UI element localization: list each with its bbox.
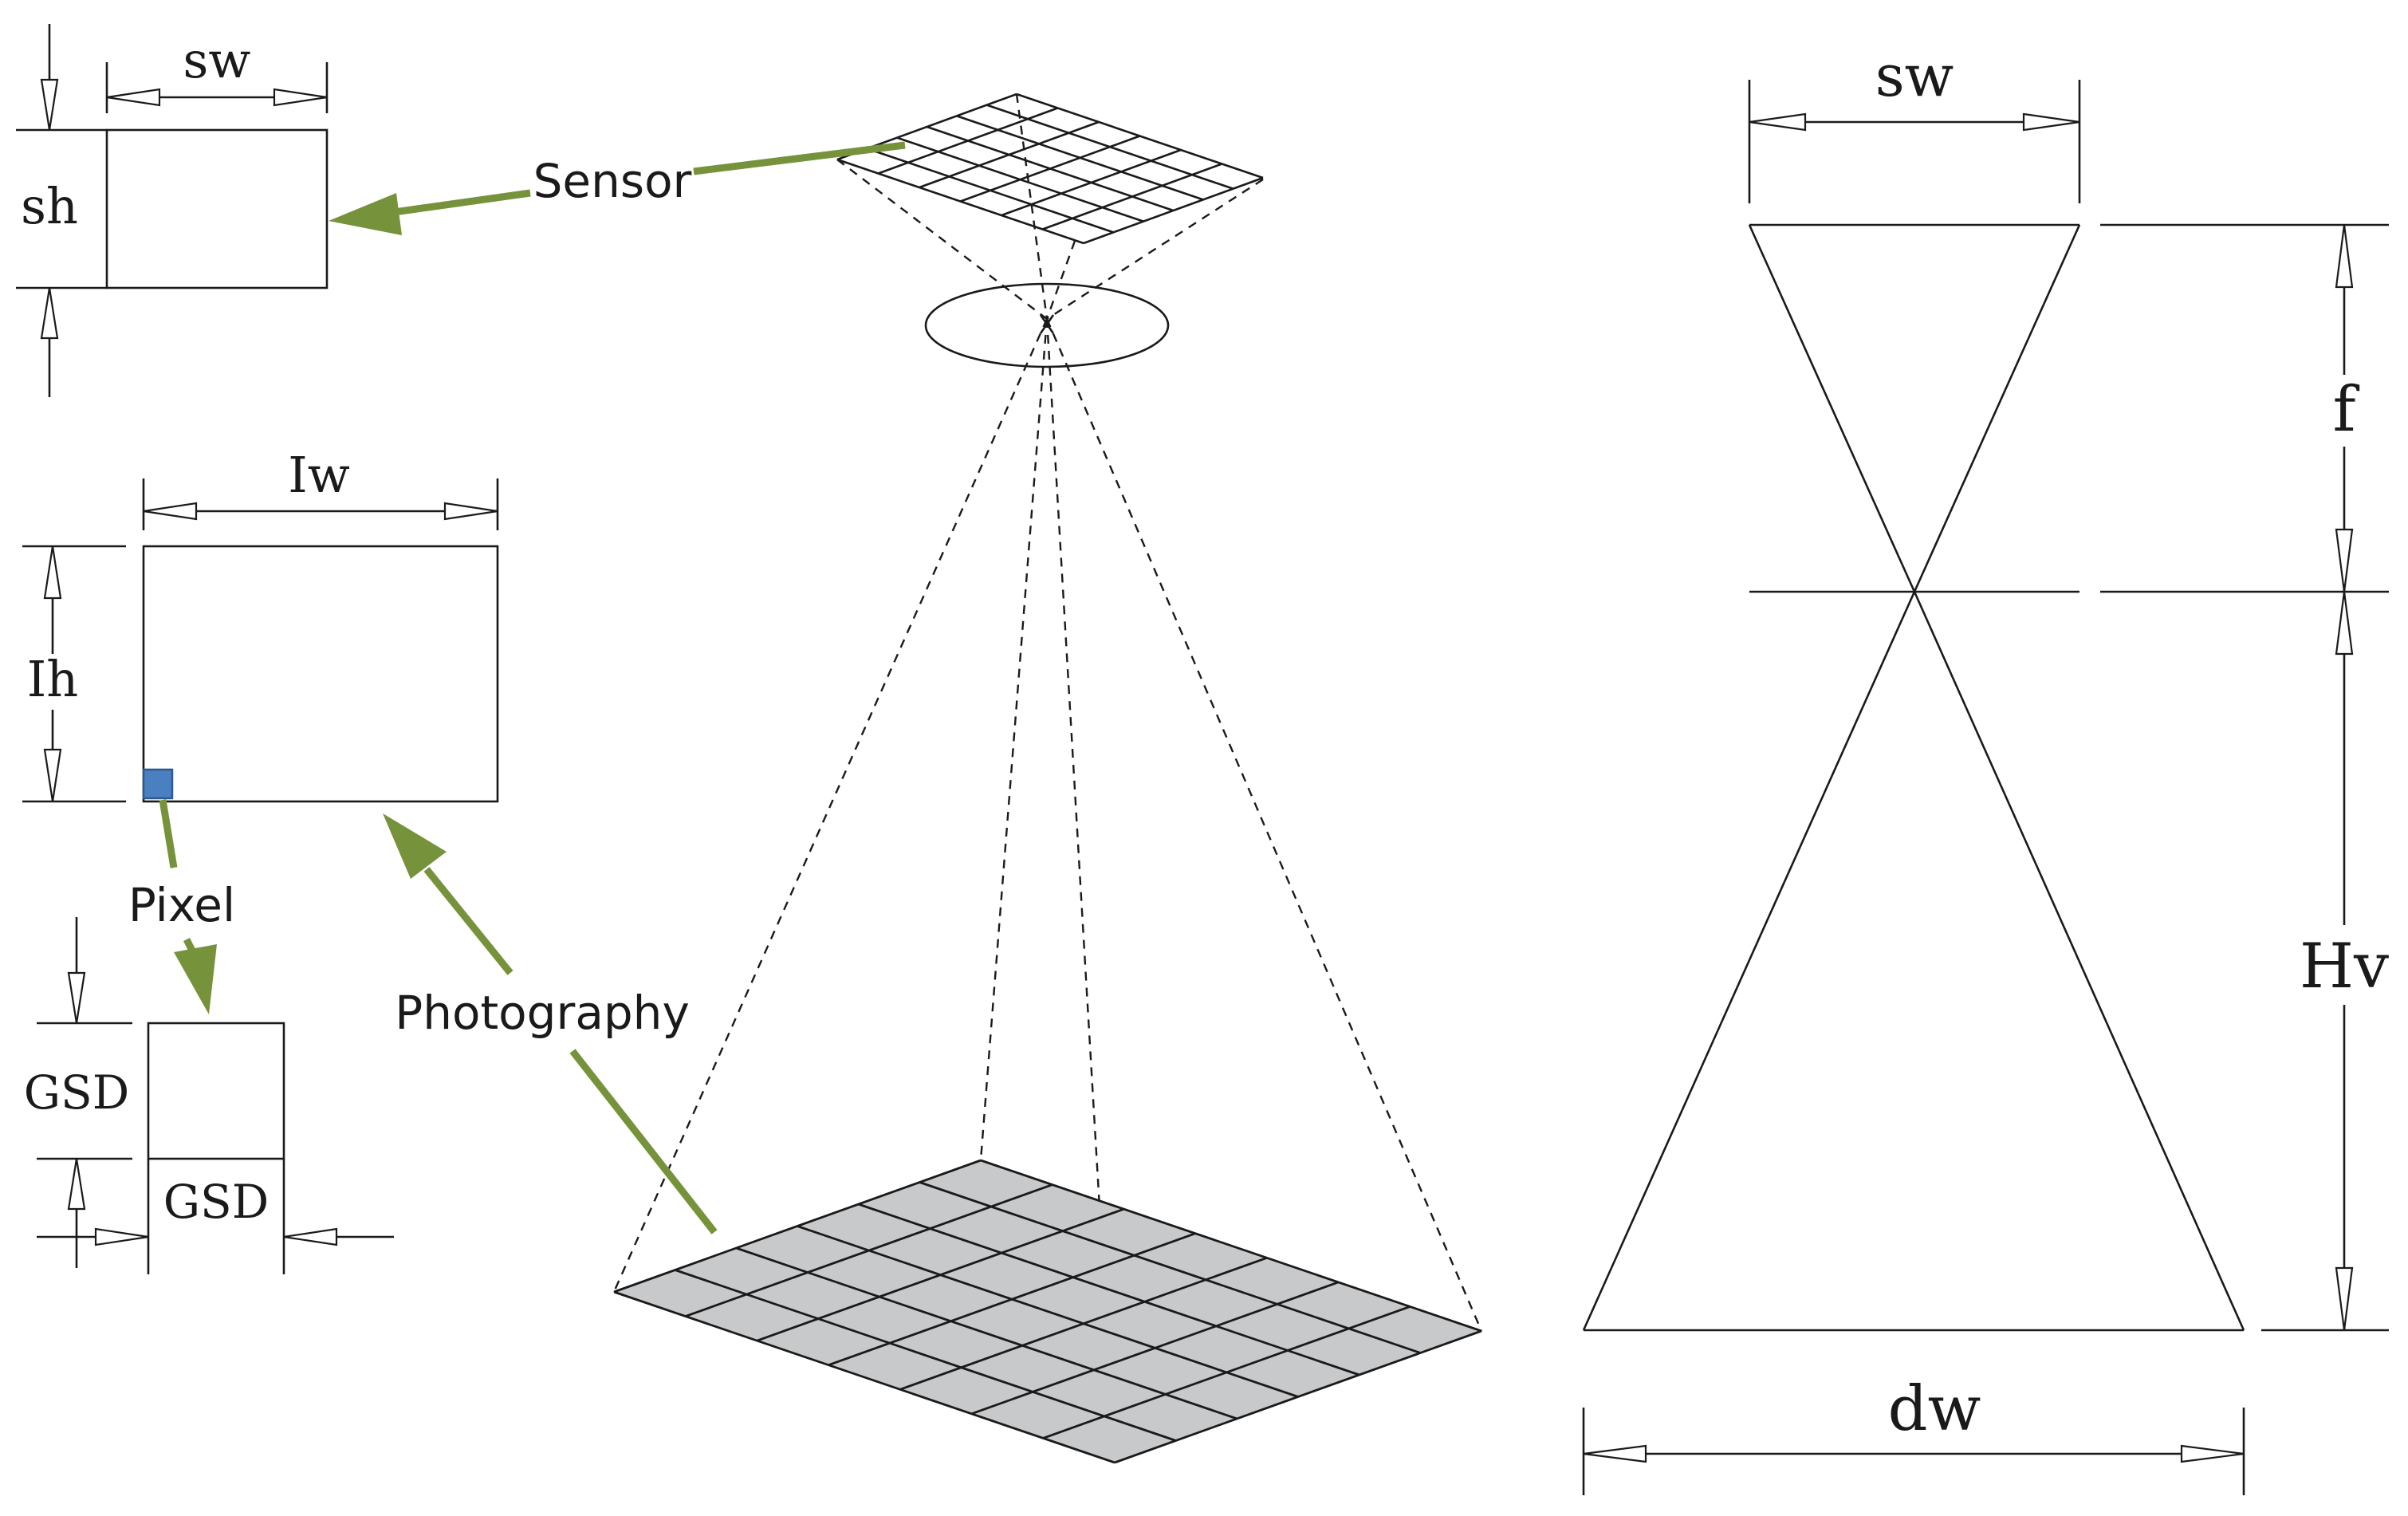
sensor-grid-line (960, 135, 1140, 203)
side-profile-group: sw f Hv dw (1582, 42, 2392, 1495)
ground-grid-line (1042, 1305, 1411, 1439)
gsd-horizontal-label: GSD (163, 1175, 270, 1229)
image-rectangle-group: Iw Ih (22, 446, 499, 803)
sensor-grid (836, 93, 1264, 245)
gsd-vertical-label: GSD (24, 1065, 130, 1120)
ground-grid-line (675, 1269, 1177, 1442)
photography-leader-arrow (383, 813, 718, 1234)
ground-grid-line (899, 1256, 1268, 1391)
sensor-width-label: sw (183, 31, 251, 89)
sensor-grid-line (919, 120, 1100, 189)
lens-center-mark (1039, 314, 1055, 334)
ground-grid-line (1114, 1329, 1482, 1464)
camera-lens (924, 282, 1170, 368)
pixel-marker (142, 768, 174, 800)
ground-grid-line (971, 1281, 1340, 1416)
pixel-label: Pixel (128, 878, 235, 932)
ground-grid-line (685, 1183, 1053, 1317)
sensor-rectangle-group: sw sh (16, 24, 329, 397)
ground-grid-line (735, 1246, 1237, 1420)
ground-grid-line (828, 1232, 1196, 1367)
image-rectangle (142, 545, 499, 803)
sensor-label: Sensor (533, 154, 692, 208)
projection-lines (612, 93, 1483, 1463)
ground-grid-line (858, 1203, 1360, 1376)
gsd-square (147, 1022, 285, 1160)
image-width-label: Iw (288, 446, 350, 504)
photography-label: Photography (395, 986, 690, 1040)
focal-length-label: f (2333, 374, 2360, 446)
ground-grid-line (613, 1290, 1115, 1464)
ground-grid-line (980, 1159, 1482, 1333)
ground-grid-line (797, 1225, 1299, 1398)
sensor-leader-arrow (329, 141, 906, 235)
ground-grid-line (919, 1181, 1421, 1354)
sensor-grid-line (1001, 148, 1182, 217)
profile-sensor-width-label: sw (1875, 42, 1954, 109)
ground-grid-line (613, 1159, 982, 1294)
sensor-grid-line (878, 107, 1058, 175)
sensor-grid-line (1042, 163, 1222, 230)
pixel-leader-arrow (159, 799, 217, 1014)
ground-width-label: dw (1888, 1373, 1981, 1445)
flight-height-label: Hv (2300, 931, 2389, 1002)
gsd-square-group: GSD GSD (24, 917, 394, 1274)
sensor-height-label: sh (21, 177, 78, 235)
sensor-grid-line (1083, 176, 1264, 245)
sensor-rectangle (105, 128, 329, 289)
image-height-label: Ih (27, 650, 78, 708)
ground-grid-line (756, 1207, 1124, 1342)
ground-grid (613, 1159, 1482, 1464)
